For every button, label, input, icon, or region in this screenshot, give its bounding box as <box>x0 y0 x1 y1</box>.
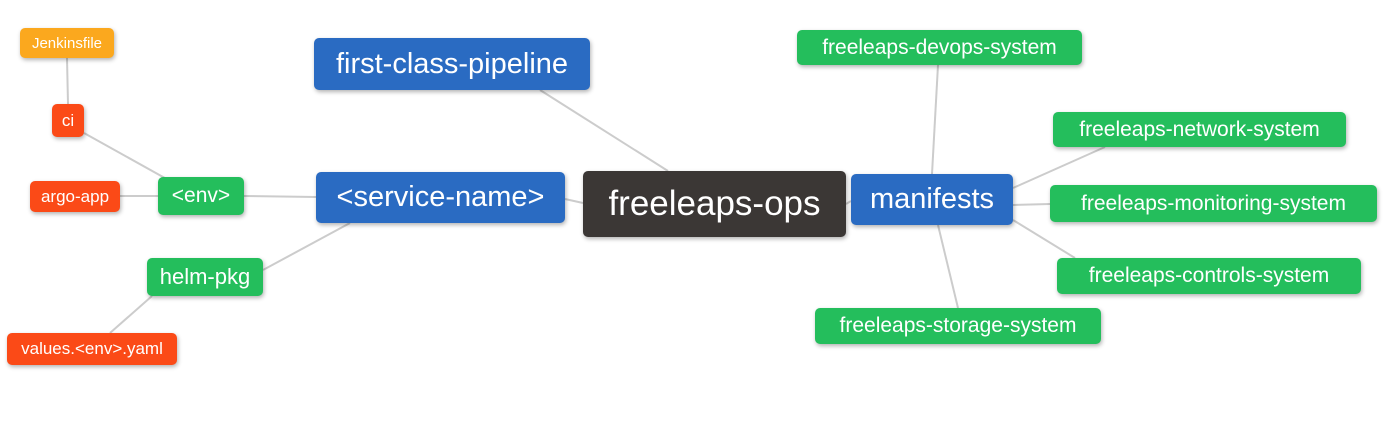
mindmap-node-freeleaps-monitoring-system[interactable]: freeleaps-monitoring-system <box>1050 185 1377 222</box>
mindmap-node-ci[interactable]: ci <box>52 104 84 137</box>
edge-env-to-service-name <box>243 195 317 198</box>
edge-jenkinsfile-to-ci <box>66 57 69 105</box>
mindmap-node-service-name[interactable]: <service-name> <box>316 172 565 223</box>
edge-manifests-to-freeleaps-devops-system <box>931 64 939 175</box>
edge-manifests-to-freeleaps-storage-system <box>937 224 959 309</box>
edge-ci-to-env <box>83 132 173 183</box>
mindmap-node-freeleaps-controls-system[interactable]: freeleaps-controls-system <box>1057 258 1361 294</box>
mindmap-node-env[interactable]: <env> <box>158 177 244 215</box>
edge-service-name-to-freeleaps-ops <box>564 198 584 204</box>
mindmap-node-freeleaps-storage-system[interactable]: freeleaps-storage-system <box>815 308 1101 344</box>
mindmap-node-jenkinsfile[interactable]: Jenkinsfile <box>20 28 114 58</box>
mindmap-node-argo-app[interactable]: argo-app <box>30 181 120 212</box>
edge-manifests-to-freeleaps-controls-system <box>1012 219 1076 259</box>
edge-freeleaps-ops-to-manifests <box>845 200 852 205</box>
mindmap-node-values-env-yaml[interactable]: values.<env>.yaml <box>7 333 177 365</box>
edge-helm-pkg-to-values-env-yaml <box>109 295 153 334</box>
edge-manifests-to-freeleaps-network-system <box>1012 146 1106 189</box>
mindmap-node-freeleaps-network-system[interactable]: freeleaps-network-system <box>1053 112 1346 147</box>
edge-manifests-to-freeleaps-monitoring-system <box>1012 203 1051 206</box>
edge-service-name-to-helm-pkg <box>262 222 351 271</box>
mindmap-node-helm-pkg[interactable]: helm-pkg <box>147 258 263 296</box>
mindmap-node-manifests[interactable]: manifests <box>851 174 1013 225</box>
edge-first-class-pipeline-to-freeleaps-ops <box>539 89 669 172</box>
mindmap-node-freeleaps-devops-system[interactable]: freeleaps-devops-system <box>797 30 1082 65</box>
mindmap-node-freeleaps-ops[interactable]: freeleaps-ops <box>583 171 846 237</box>
mindmap-node-first-class-pipeline[interactable]: first-class-pipeline <box>314 38 590 90</box>
